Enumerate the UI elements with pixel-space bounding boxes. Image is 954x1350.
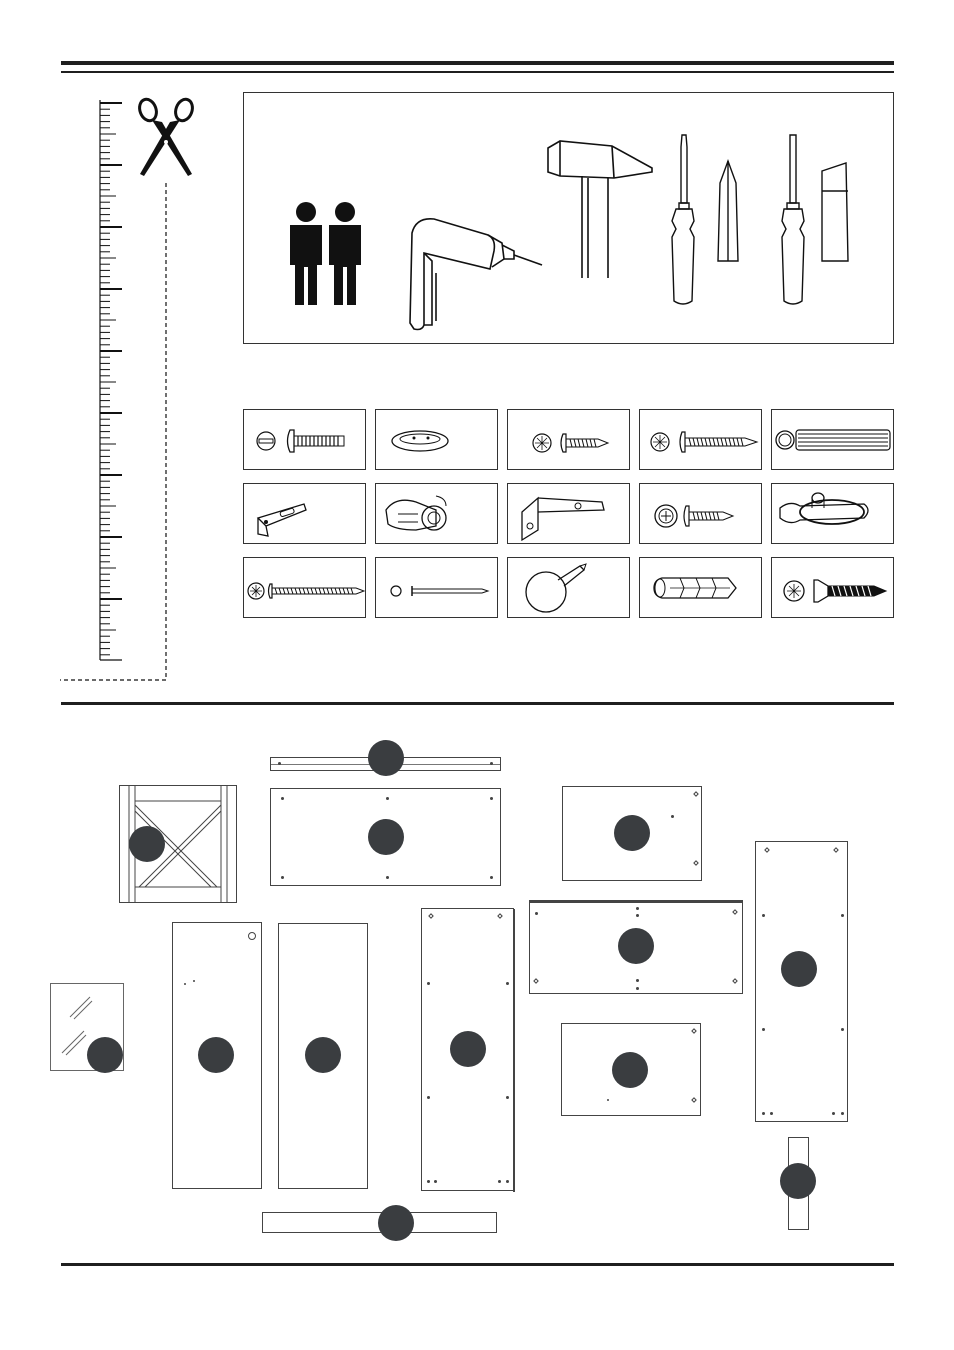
hammer-icon (547, 140, 653, 278)
hardware-cell (639, 409, 762, 470)
hardware-cell (639, 557, 762, 618)
ruler-icon (60, 100, 167, 681)
wooden-dowel-icon (775, 429, 891, 451)
part-badge (378, 1205, 414, 1241)
part-badge (781, 951, 817, 987)
cam-cover-cap-icon (391, 430, 449, 452)
power-drill-icon (409, 217, 543, 331)
top-rule-thick (61, 61, 894, 65)
short-phillips-screw-icon (532, 433, 610, 453)
tools-box (243, 92, 894, 344)
part-badge (368, 740, 404, 776)
hardware-cell (375, 483, 498, 544)
part-badge (198, 1037, 234, 1073)
cam-bolt-icon (256, 429, 345, 453)
bottom-rule (61, 1263, 894, 1266)
scissors-icon (138, 97, 194, 176)
x-frame-door (119, 785, 237, 903)
part-badge (450, 1031, 486, 1067)
phillips-screwdriver-icon (671, 134, 739, 305)
nail-icon (390, 585, 490, 597)
glass-panel (50, 983, 124, 1071)
hardware-cell (243, 409, 366, 470)
top-rule-thin (61, 71, 894, 73)
countersunk-screw-icon (783, 579, 888, 603)
hardware-cell (375, 557, 498, 618)
extra-long-screw-icon (247, 582, 365, 600)
part-badge (87, 1037, 123, 1073)
flat-screwdriver-icon (781, 134, 849, 305)
corner-bracket-icon (521, 496, 605, 542)
part-badge (129, 826, 165, 862)
part-badge (780, 1163, 816, 1199)
part-badge (368, 819, 404, 855)
part-badge (614, 815, 650, 851)
part-badge (612, 1052, 648, 1088)
wall-plug-icon (653, 577, 737, 599)
hardware-cell (771, 483, 894, 544)
hardware-cell (771, 409, 894, 470)
hardware-cell (771, 557, 894, 618)
part-badge (305, 1037, 341, 1073)
hardware-cell (375, 409, 498, 470)
hardware-cell (507, 409, 630, 470)
middle-rule (61, 702, 894, 705)
angle-bracket-icon (256, 503, 307, 537)
hardware-cell (243, 557, 366, 618)
two-people-icon (290, 202, 361, 305)
cam-lock-icon (385, 495, 447, 531)
hanging-ring-icon (779, 492, 869, 525)
hardware-cell (639, 483, 762, 544)
hardware-cell (507, 483, 630, 544)
glide-tack-icon (525, 563, 587, 613)
part-badge (618, 928, 654, 964)
hardware-cell (243, 483, 366, 544)
long-phillips-screw-icon (650, 431, 759, 453)
hardware-cell (507, 557, 630, 618)
washer-screw-icon (654, 504, 735, 528)
